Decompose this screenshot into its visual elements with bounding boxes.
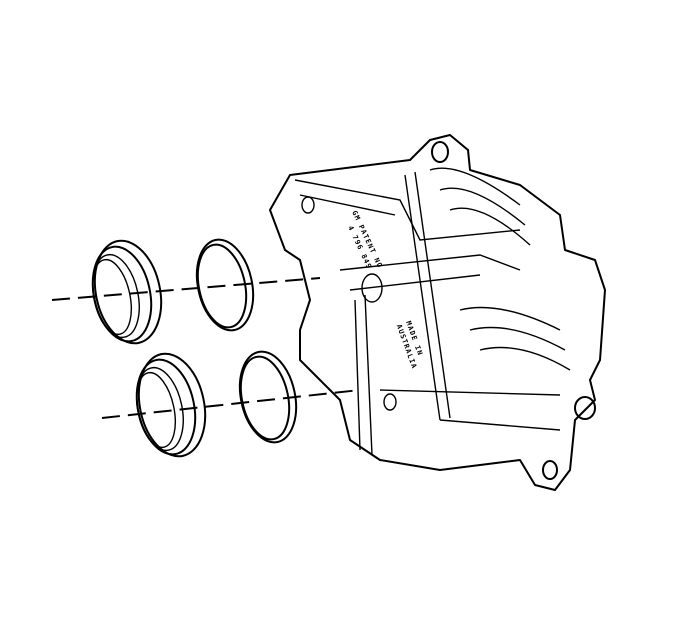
lower-centerline [101, 389, 361, 419]
seal-upper [195, 238, 255, 332]
origin-marking: MADE IN AUSTRALIA [395, 320, 424, 370]
caliper-housing [269, 134, 606, 491]
seal-lower [238, 350, 298, 444]
upper-centerline [51, 277, 321, 301]
boot-lower [135, 352, 207, 458]
boot-upper [91, 239, 163, 345]
patent-marking: GM PATENT NO 4 796 849 [346, 209, 384, 270]
